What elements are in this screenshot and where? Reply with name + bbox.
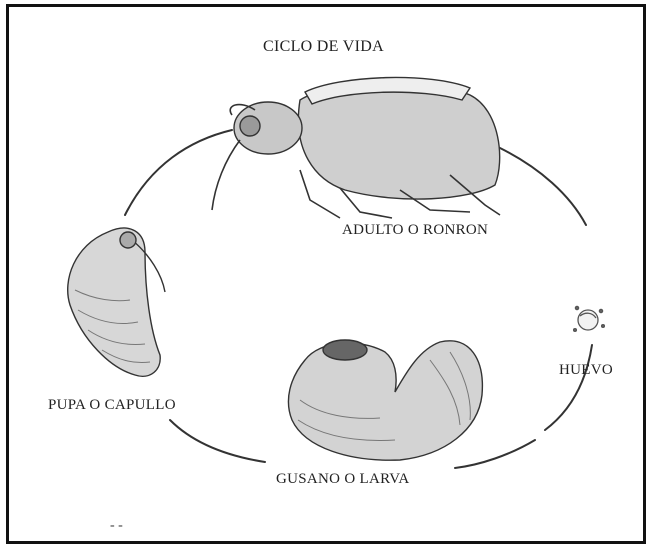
adult-beetle-illustration (212, 77, 500, 218)
cycle-arc-top-left (125, 130, 232, 215)
larva-illustration (288, 340, 482, 460)
pupa-illustration (68, 228, 165, 376)
egg-illustration (574, 306, 605, 331)
cycle-arc-bottom-right (455, 440, 535, 468)
stage-label-adult: ADULTO O RONRON (342, 222, 488, 239)
cycle-arc-bottom-left (170, 420, 265, 462)
cycle-arc-right (545, 345, 592, 430)
stage-label-egg: HUEVO (559, 362, 613, 379)
stage-label-larva: GUSANO O LARVA (276, 471, 410, 488)
cycle-arc-top-right (500, 148, 586, 225)
footer-mark: - - (110, 518, 123, 534)
stage-label-pupa: PUPA O CAPULLO (48, 397, 176, 414)
diagram-title: CICLO DE VIDA (263, 38, 384, 56)
